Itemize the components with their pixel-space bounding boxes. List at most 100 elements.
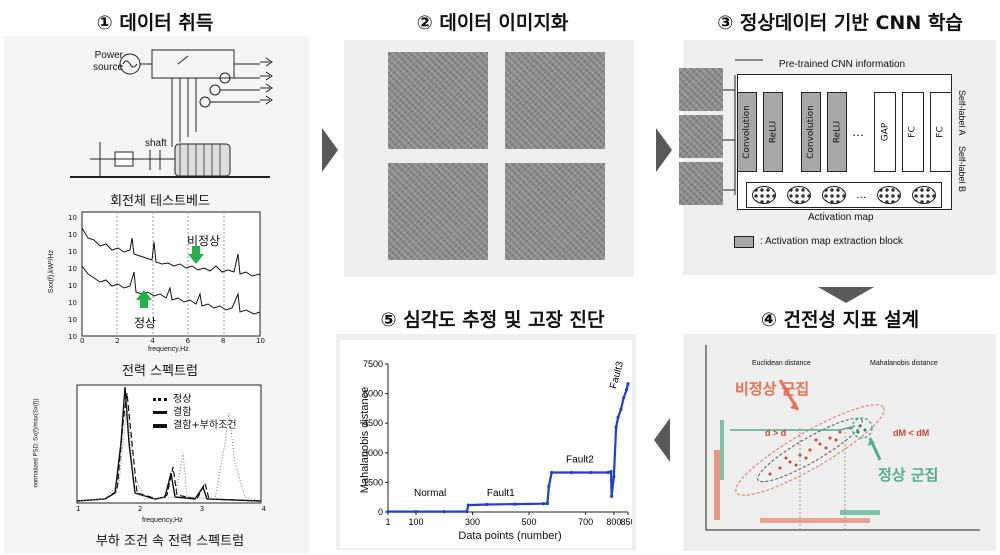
- ellipsis: …: [852, 125, 864, 139]
- chart-xlabel: Data points (number): [458, 530, 562, 542]
- data-point: [541, 502, 545, 506]
- xtick-label: 100: [408, 517, 423, 527]
- ytick-label: 4500: [363, 418, 383, 428]
- step1-title: ① 데이터 취득: [96, 12, 214, 34]
- power-source-label: Power source: [92, 50, 123, 73]
- data-point: [610, 494, 614, 498]
- step2-title: ② 데이터 이미지화: [416, 12, 569, 34]
- cnn-block-gap: GAP: [874, 92, 896, 172]
- xtick: 8: [220, 337, 226, 345]
- xtick: 6: [185, 337, 191, 345]
- psd-caption: 부하 조건 속 전력 스펙트럼: [95, 534, 245, 549]
- cnn-block-fc: FC: [930, 92, 952, 172]
- xtick-label: 800: [606, 517, 621, 527]
- legend-fault: 결함: [153, 406, 237, 419]
- mahalanobis-chart-bg: [340, 340, 632, 548]
- spectrum-ylabel: Sxx(f),kW²/Hz: [48, 249, 56, 294]
- data-point: [414, 510, 418, 514]
- xtick-label: 700: [578, 517, 593, 527]
- ytick: 10: [68, 333, 77, 341]
- xtick-label: 500: [522, 517, 537, 527]
- step5-title: ⑤ 심각도 추정 및 고장 진단: [380, 309, 605, 331]
- data-point: [626, 382, 630, 386]
- psd-ylabel: normalized PSD: Sx(f)/max(Sx(f)): [33, 398, 40, 488]
- testbed-caption: 회전체 테스트베드: [110, 194, 210, 209]
- cnn-block-convolution: Convolution: [801, 92, 821, 172]
- ytick: 10: [68, 316, 77, 324]
- xtick-label: 850: [620, 517, 632, 527]
- ytick-label: 7500: [363, 359, 383, 369]
- data-point: [619, 407, 623, 411]
- psd-chart: [76, 384, 262, 504]
- cnn-block-relu: ReLU: [763, 92, 783, 172]
- psd-legend: 정상 결함 결함+부하조건: [153, 393, 237, 432]
- legend-normal: 정상: [153, 393, 237, 406]
- data-image-3: [388, 163, 488, 260]
- ytick: 10: [68, 299, 77, 307]
- health-index-plot: [705, 345, 980, 531]
- spectrum-abnormal-label: 비정상: [187, 234, 221, 248]
- chart-ylabel: Mahalanobis distance: [359, 386, 371, 494]
- spectrum-normal-label: 정상: [134, 316, 157, 330]
- legend-label: 결함+부하조건: [173, 420, 237, 431]
- ytick: 10: [68, 248, 77, 256]
- cnn-block-relu: ReLU: [827, 92, 847, 172]
- euclidean-label: Euclidean distance: [752, 360, 811, 367]
- spectrum-caption: 전력 스펙트럼: [122, 364, 198, 379]
- spectrum-xlabel: frequency,Hz: [148, 346, 189, 353]
- ytick: 10: [68, 214, 77, 222]
- cnn-block-fc: FC: [902, 92, 924, 172]
- mahalanobis-chart: 0150030004500600075001100300500700800850…: [363, 359, 632, 527]
- chart-annotation: Fault2: [566, 455, 594, 466]
- legend-label: 정상: [173, 394, 192, 405]
- xtick: 4: [261, 505, 266, 513]
- activation-icon: [911, 186, 936, 204]
- psd-xlabel: frequency,Hz: [142, 517, 183, 524]
- activation-icon: [821, 186, 846, 204]
- activation-icon: [876, 186, 901, 204]
- data-point: [547, 484, 551, 488]
- data-point: [386, 510, 390, 514]
- data-point: [609, 469, 613, 474]
- mahalanobis-label: Mahalanobis distance: [870, 360, 938, 367]
- motor-icon: [174, 143, 231, 177]
- legend-swatch: [734, 236, 754, 248]
- arrow-left-icon: [654, 418, 670, 462]
- testbed-schematic: [70, 49, 273, 178]
- data-point: [466, 503, 470, 507]
- xtick: 2: [137, 505, 143, 513]
- abnormal-arrow: [188, 246, 204, 264]
- data-point: [612, 474, 616, 479]
- xtick: 10: [256, 337, 265, 345]
- self-label-b: Self-label B: [957, 146, 967, 193]
- data-image-4: [505, 163, 605, 260]
- arrow-right-icon: [656, 128, 672, 172]
- self-label-a: Self-label A: [957, 90, 967, 136]
- xtick: 4: [150, 337, 155, 345]
- chart-annotation: Fault3: [608, 360, 626, 390]
- legend-text: : Activation map extraction block: [760, 236, 903, 247]
- mahalanobis-inequality: dM < dM: [893, 428, 930, 438]
- euclidean-inequality: d > d: [765, 428, 787, 438]
- cnn-bracket: [723, 59, 763, 195]
- data-point: [442, 510, 446, 514]
- normal-arrow: [136, 290, 152, 308]
- normal-cluster-label: 정상 군집: [878, 466, 939, 484]
- step3-title: ③ 정상데이터 기반 CNN 학습: [717, 12, 963, 34]
- ytick: 10: [68, 231, 77, 239]
- step4-panel: [683, 334, 996, 551]
- data-point: [465, 510, 469, 514]
- arrow-right-icon: [322, 128, 338, 172]
- xtick: 3: [199, 505, 205, 513]
- activation-icon: [752, 186, 777, 204]
- ytick-label: 6000: [363, 389, 383, 399]
- data-point: [550, 470, 554, 475]
- cnn-block-convolution: Convolution: [737, 92, 757, 172]
- xtick-label: 300: [465, 517, 480, 527]
- input-image-1: [679, 68, 723, 111]
- data-point: [569, 470, 574, 475]
- data-image-2: [505, 52, 605, 149]
